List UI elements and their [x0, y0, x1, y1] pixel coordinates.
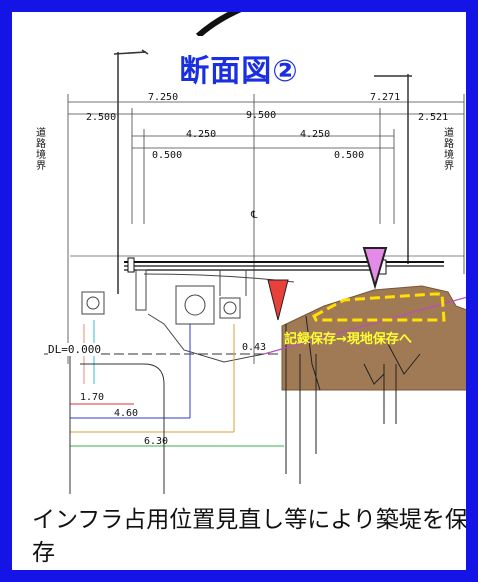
light-pole-right: [374, 74, 412, 264]
embankment-stakes: [285, 315, 421, 484]
dim-bottom-4: 6.30: [144, 436, 168, 447]
dim-right-4: 0.500: [334, 150, 364, 161]
datum-label: DL=0.000: [48, 343, 101, 356]
dim-left-4: 0.500: [152, 150, 182, 161]
arrow-hook: [195, 12, 242, 36]
utility-conduits: [81, 269, 295, 363]
red-marker-triangle: [267, 279, 289, 321]
preservation-annotation: 記録保存→現地保存へ: [284, 332, 412, 347]
dim-right-2: 2.521: [418, 112, 448, 123]
dim-total-left: 7.250: [148, 92, 178, 103]
dimension-lines: [67, 94, 465, 364]
dim-bottom-2: 1.70: [80, 392, 104, 403]
light-pole-left: [113, 49, 149, 294]
road-deck: [70, 255, 464, 275]
embankment-soil: [281, 285, 466, 391]
dim-total-right: 7.271: [370, 92, 400, 103]
dim-center: 9.500: [246, 110, 276, 121]
dim-bottom-3: 4.60: [114, 408, 138, 419]
centerline-symbol: ℄: [250, 210, 258, 221]
pink-marker-triangle: [362, 247, 388, 290]
dim-bottom-1: 0.43: [242, 342, 266, 353]
dim-left-3: 4.250: [186, 129, 216, 140]
cross-section-drawing: 7.250 7.271 9.500 2.500 2.521 4.250 4.25…: [44, 49, 466, 494]
page-title: 断面図②: [12, 46, 466, 90]
dim-left-2: 2.500: [86, 112, 116, 123]
caption-text: インフラ占用位置見直し等により築堤を保存: [32, 507, 468, 566]
road-boundary-right-label: 道路境界: [444, 128, 454, 172]
preserved-area-highlight: [312, 292, 446, 322]
dim-right-3: 4.250: [300, 129, 330, 140]
road-boundary-left-label: 道路境界: [36, 128, 46, 172]
